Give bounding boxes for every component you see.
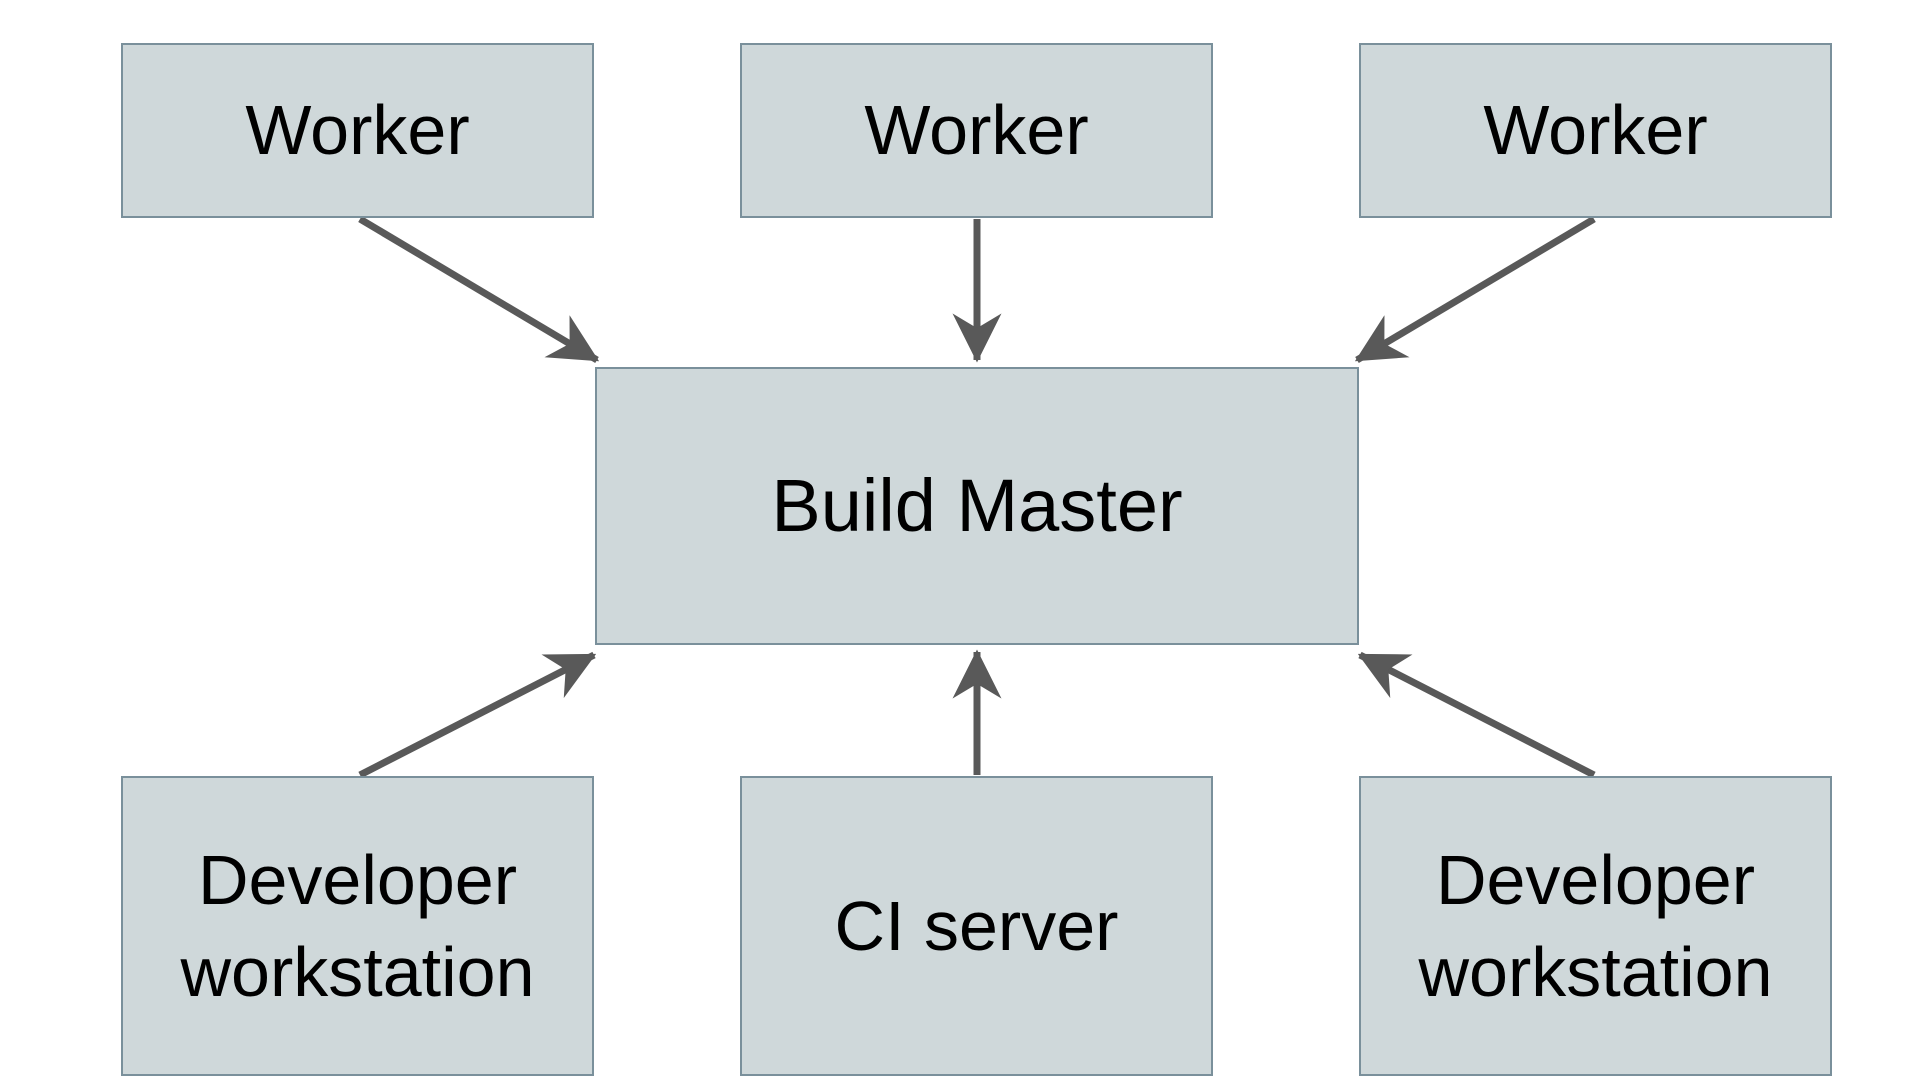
node-developer-workstation-2: Developer workstation (1359, 776, 1832, 1076)
edge-worker-3-to-build-master (1354, 215, 1596, 364)
node-worker-1: Worker (121, 43, 594, 218)
node-developer-workstation-1-label: Developer workstation (180, 840, 535, 1011)
node-build-master-label: Build Master (771, 464, 1183, 548)
edge-worker-1-to-build-master (358, 215, 600, 364)
edge-developer-workstation-2-to-build-master (1357, 651, 1596, 779)
node-ci-server-label: CI server (834, 886, 1119, 965)
node-worker-1-label: Worker (245, 91, 470, 170)
edge-developer-workstation-1-to-build-master (358, 651, 597, 779)
node-build-master: Build Master (595, 367, 1359, 645)
node-worker-2-label: Worker (864, 91, 1089, 170)
node-ci-server: CI server (740, 776, 1213, 1076)
node-worker-2: Worker (740, 43, 1213, 218)
node-developer-workstation-1: Developer workstation (121, 776, 594, 1076)
node-worker-3: Worker (1359, 43, 1832, 218)
node-developer-workstation-2-label: Developer workstation (1418, 840, 1773, 1011)
node-worker-3-label: Worker (1483, 91, 1708, 170)
